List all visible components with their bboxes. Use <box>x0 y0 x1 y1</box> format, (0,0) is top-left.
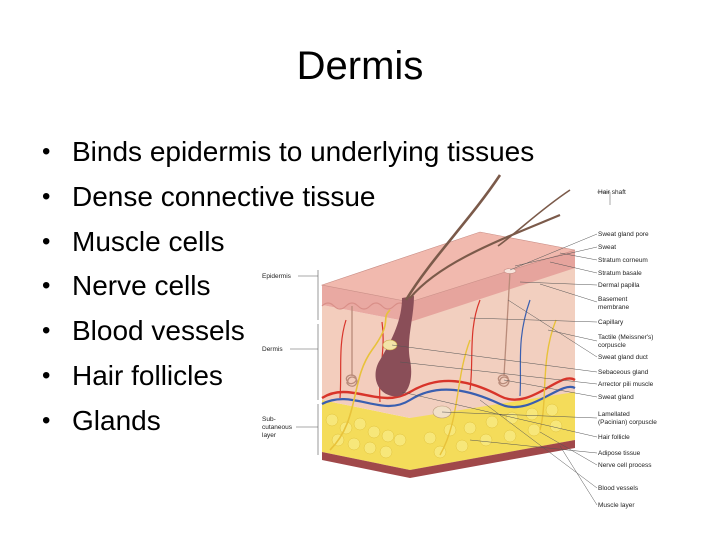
bullet-item: • Hair follicles <box>42 354 534 399</box>
bullet-text: Blood vessels <box>72 315 245 347</box>
bullet-item: • Nerve cells <box>42 264 534 309</box>
label-arrector-pili: Arrector pili muscle <box>598 381 654 388</box>
bullet-dot-icon: • <box>42 227 51 255</box>
bullet-item: • Muscle cells <box>42 220 534 265</box>
label-tactile-2: corpuscle <box>598 342 626 349</box>
bullet-text: Hair follicles <box>72 359 223 391</box>
skin-illustration: Epidermis Dermis Sub- cutaneous layer Ha… <box>262 174 657 509</box>
bullet-item: • Binds epidermis to underlying tissues <box>42 130 534 175</box>
label-dermal-papilla: Dermal papilla <box>598 282 640 289</box>
leader-lines <box>391 191 611 506</box>
bullet-dot-icon: • <box>42 182 51 210</box>
bullet-text: Dense connective tissue <box>72 180 376 212</box>
label-sweat-gland: Sweat gland <box>598 394 634 401</box>
skin-diagram: Epidermis Dermis Sub- cutaneous layer Ha… <box>255 150 720 525</box>
vein <box>321 385 576 409</box>
bullet-dot-icon: • <box>42 317 51 345</box>
label-lamellated-2: (Pacinian) corpuscle <box>598 419 657 426</box>
label-basement-2: membrane <box>598 304 629 311</box>
bullet-text: Glands <box>72 404 161 436</box>
sweat-gland <box>345 271 511 387</box>
label-stratum-corneum: Stratum corneum <box>598 257 648 264</box>
label-tactile-1: Tactile (Meissner's) <box>598 334 653 341</box>
label-subcutaneous-1: Sub- <box>262 416 276 423</box>
hair-shaft <box>404 174 502 301</box>
label-basement-1: Basement <box>598 296 627 303</box>
label-muscle-layer: Muscle layer <box>598 502 635 509</box>
label-capillary: Capillary <box>598 319 624 326</box>
bullet-item: • Glands <box>42 399 534 444</box>
bullet-dot-icon: • <box>42 406 51 434</box>
bullet-dot-icon: • <box>42 138 51 165</box>
bullet-text: Muscle cells <box>72 225 225 257</box>
bullet-item: • Dense connective tissue <box>42 175 534 220</box>
muscle-layer <box>322 440 575 478</box>
label-nerve-process: Nerve cell process <box>598 462 652 469</box>
label-sweat: Sweat <box>598 244 616 251</box>
bullet-list: • Binds epidermis to underlying tissues •… <box>42 130 534 444</box>
label-sebaceous-gland: Sebaceous gland <box>598 369 649 376</box>
epidermis-side <box>410 250 575 322</box>
bullet-text: Binds epidermis to underlying tissues <box>72 136 535 167</box>
label-sweat-gland-duct: Sweat gland duct <box>598 354 648 361</box>
label-adipose: Adipose tissue <box>598 450 641 457</box>
slide-title: Dermis <box>296 44 424 88</box>
label-epidermis: Epidermis <box>262 273 292 280</box>
label-subcutaneous-2: cutaneous <box>262 424 293 431</box>
label-lamellated-1: Lamellated <box>598 411 630 418</box>
bullet-dot-icon: • <box>42 361 51 389</box>
bullet-text: Nerve cells <box>72 270 211 302</box>
tissue-block <box>317 174 576 478</box>
label-hair-shaft: Hair shaft <box>598 189 626 196</box>
label-dermis: Dermis <box>262 346 283 353</box>
bullet-item: • Blood vessels <box>42 309 534 354</box>
label-sweat-gland-pore: Sweat gland pore <box>598 231 649 238</box>
label-hair-follicle: Hair follicle <box>598 434 630 441</box>
nerve <box>329 309 391 451</box>
label-subcutaneous-3: layer <box>262 432 277 439</box>
label-blood-vessels: Blood vessels <box>598 485 639 492</box>
bullet-dot-icon: • <box>42 272 51 300</box>
label-stratum-basale: Stratum basale <box>598 270 642 277</box>
